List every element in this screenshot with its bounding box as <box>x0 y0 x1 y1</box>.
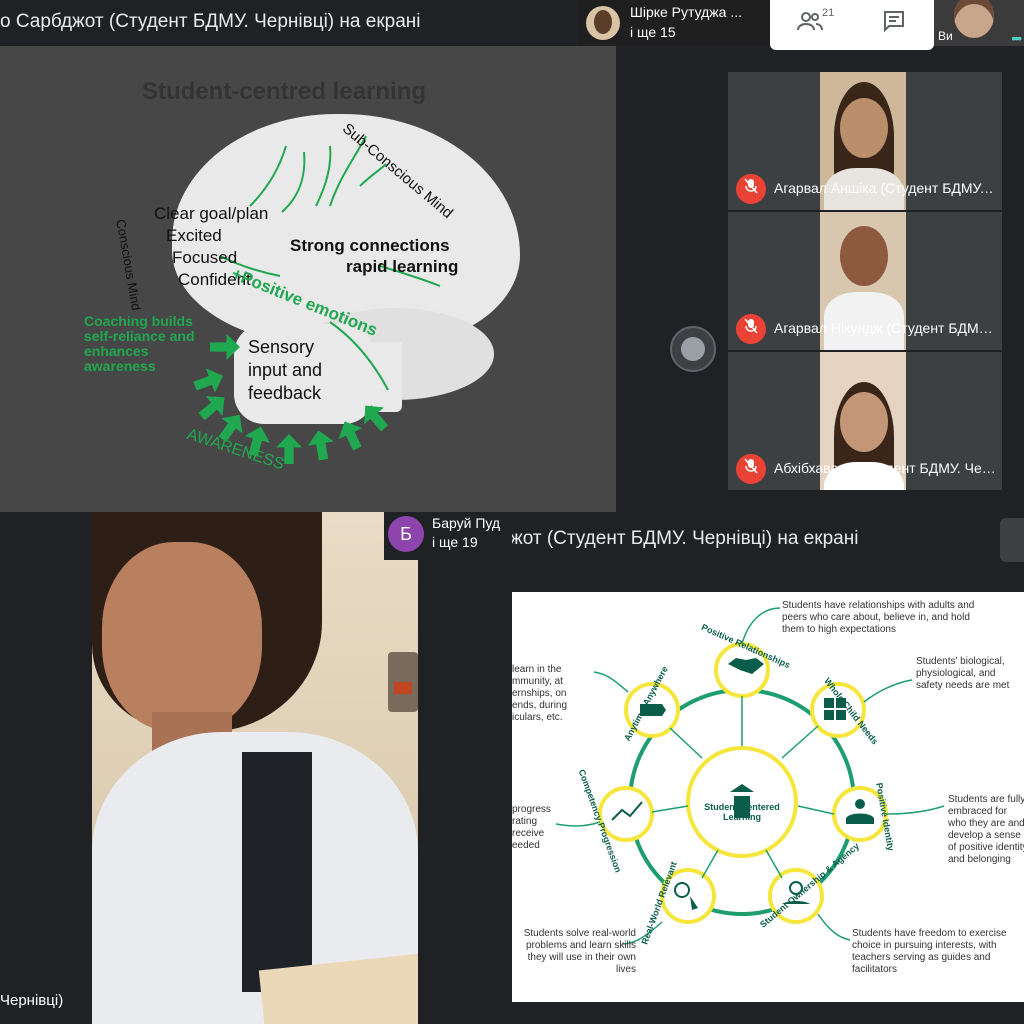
strong-connections: Strong connections <box>290 236 450 255</box>
presenting-title: жот (Студент БДМУ. Чернівці) на екрані <box>512 528 859 549</box>
framework-diagram <box>555 607 945 945</box>
coaching-line-2: self-reliance and <box>84 328 195 344</box>
participant-body <box>824 168 904 210</box>
desc-real-world: Students solve real-world problems and l… <box>523 928 636 975</box>
speaker-shirt <box>242 752 312 992</box>
coaching-line-4: awareness <box>84 358 156 374</box>
desc-whole-child: Students' biological, physiological, and… <box>916 656 1010 691</box>
mic-off-icon-svg <box>744 178 758 194</box>
speaker-face <box>102 542 262 732</box>
brain-illustration <box>172 114 520 346</box>
state-focused: Focused <box>172 248 238 267</box>
chat-icon[interactable] <box>874 10 914 40</box>
coaching-text: Coaching builds self-reliance and enhanc… <box>84 314 195 374</box>
participant-avatar <box>586 6 620 40</box>
framework-center: Student-Centered Learning <box>704 802 780 822</box>
meet-top-bar: жот (Студент БДМУ. Чернівці) на екрані <box>512 512 1024 566</box>
sensory-line-1: Sensory <box>248 337 315 357</box>
mic-off-icon <box>736 174 766 204</box>
participant-video <box>820 352 906 490</box>
background-device <box>388 652 418 712</box>
participant-body <box>824 462 904 490</box>
participant-name: Абхібхавана (Студент БДМУ. Чернівці) <box>774 460 996 476</box>
self-label: Ви <box>938 29 953 43</box>
shared-slide-framework: Student-Centered Learning Positive Relat… <box>512 592 1024 1002</box>
brain-arrows <box>219 135 441 391</box>
self-video-tile[interactable] <box>1000 518 1024 562</box>
meet-window-top: о Сарбджот (Студент БДМУ. Чернівці) на е… <box>0 0 1024 512</box>
participants-chip[interactable]: Б Баруй Пуд і ще 19 <box>384 512 512 560</box>
mic-off-icon <box>736 314 766 344</box>
participant-tile[interactable]: Агарвал Нікундж (Студент БДМУ. Чернівці) <box>728 212 1002 350</box>
self-video <box>954 0 994 38</box>
meet-window-bottom-left: Б Баруй Пуд і ще 19 Чернівці) <box>0 512 512 1024</box>
participant-more: і ще 19 <box>432 534 478 550</box>
sensory-line-2: input and <box>248 360 323 380</box>
controls-panel: 21 <box>770 0 934 50</box>
speaker-video <box>92 512 418 1024</box>
shared-slide-brain: Student-centred learning Sub-Conscious M… <box>0 46 616 512</box>
participant-name: Агарвал Аншіка (Студент БДМУ. Чернівці) <box>774 180 996 196</box>
desc-positive-identity: Students are fully embraced for who they… <box>948 794 1024 865</box>
speaking-dots-icon: ••• <box>1011 30 1022 46</box>
mic-off-icon <box>736 454 766 484</box>
people-icon[interactable] <box>790 10 830 40</box>
participant-face <box>840 98 888 158</box>
participant-name: Шірке Рутуджа ... <box>630 4 743 20</box>
filmstrip-gap <box>616 46 726 512</box>
participant-video <box>820 212 906 350</box>
sensory-line-3: feedback <box>248 383 322 403</box>
scroll-handle-icon[interactable] <box>670 326 716 372</box>
brain-stem <box>372 342 402 412</box>
mic-off-icon-svg <box>744 318 758 334</box>
participant-video <box>820 72 906 210</box>
rapid-learning: rapid learning <box>346 257 459 276</box>
desc-competency: progress rating receive eeded <box>512 804 551 851</box>
brain-lobe <box>234 324 374 424</box>
chat-icon-svg <box>884 11 904 33</box>
participant-name: Баруй Пуд <box>432 515 501 531</box>
coaching-line-3: enhances <box>84 343 149 359</box>
participant-body <box>824 292 904 350</box>
mic-off-icon-svg <box>744 458 758 474</box>
slide-title: Student-centred learning <box>142 78 427 105</box>
state-excited: Excited <box>166 226 222 245</box>
state-goal: Clear goal/plan <box>154 204 269 223</box>
participant-face <box>840 392 888 452</box>
sensory-text: Sensory input and feedback <box>248 336 322 405</box>
people-count: 21 <box>822 7 835 19</box>
participant-more: і ще 15 <box>630 24 676 40</box>
presenting-title: о Сарбджот (Студент БДМУ. Чернівці) на е… <box>0 11 421 32</box>
desc-student-ownership: Students have freedom to exercise choice… <box>852 928 1007 975</box>
desc-positive-relationships: Students have relationships with adults … <box>782 600 975 635</box>
state-confident: Confident <box>178 270 251 289</box>
meet-top-bar: о Сарбджот (Студент БДМУ. Чернівці) на е… <box>0 0 1024 50</box>
participant-avatar: Б <box>388 516 424 552</box>
meet-window-bottom-right: жот (Студент БДМУ. Чернівці) на екрані <box>512 512 1024 1024</box>
self-video-tile[interactable]: Ви ••• <box>934 0 1024 46</box>
participant-tile[interactable]: Агарвал Аншіка (Студент БДМУ. Чернівці) <box>728 72 1002 210</box>
speaker-name-label: Чернівці) <box>0 992 64 1009</box>
participants-chip[interactable]: Шірке Рутуджа ... і ще 15 <box>578 0 770 46</box>
desc-anytime: learn in the mmunity, at ernships, on en… <box>512 664 568 723</box>
participant-face <box>840 226 888 286</box>
coaching-line-1: Coaching builds <box>84 313 193 329</box>
participant-tile[interactable]: Абхібхавана (Студент БДМУ. Чернівці) <box>728 352 1002 490</box>
people-icon-svg <box>797 12 823 31</box>
participant-name: Агарвал Нікундж (Студент БДМУ. Чернівці) <box>774 320 996 336</box>
